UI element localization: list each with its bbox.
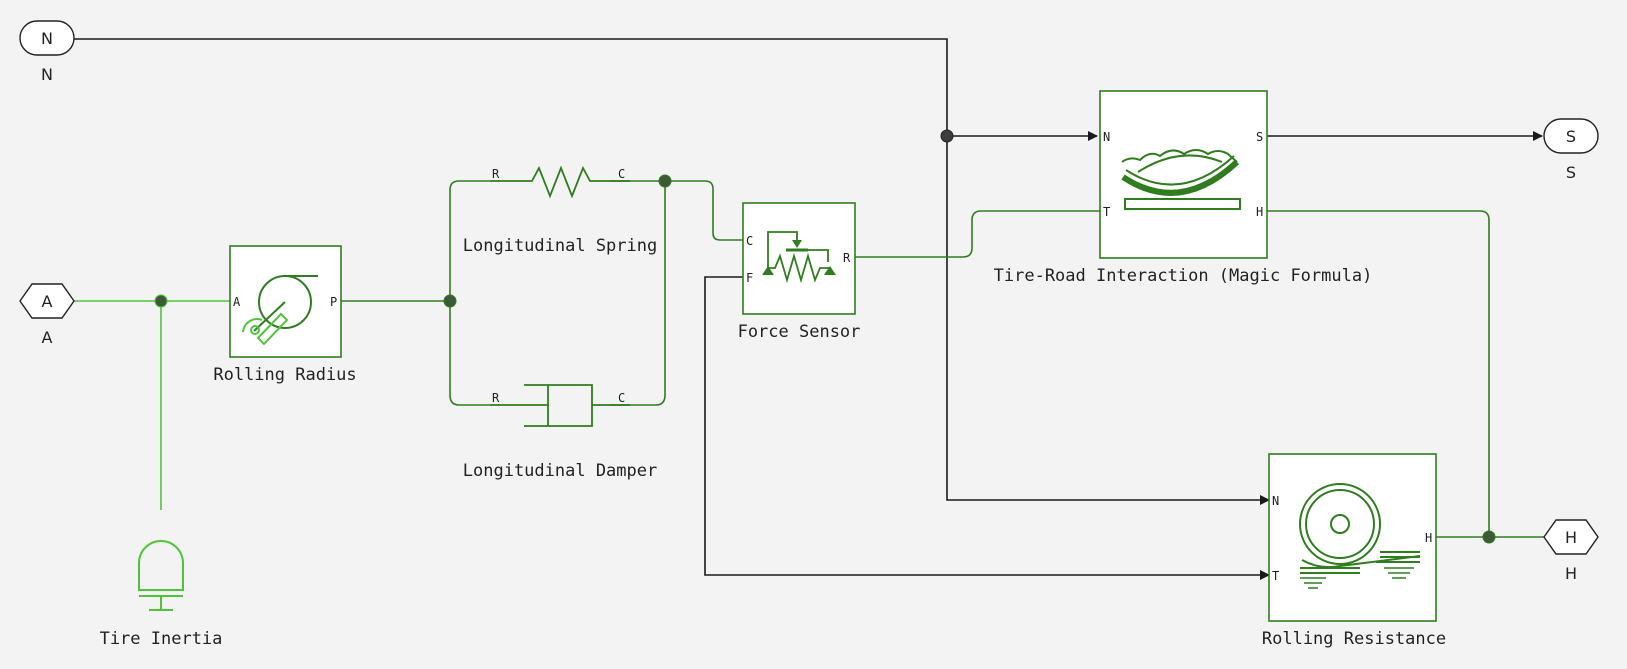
tire-road-icon xyxy=(1121,149,1241,210)
damper-port-c: C xyxy=(618,391,625,405)
spring-port-r: R xyxy=(492,167,500,181)
damper-port-r: R xyxy=(492,391,500,405)
force-sensor-box[interactable] xyxy=(742,202,856,315)
junction-r-dot xyxy=(443,294,457,308)
port-h-shape[interactable] xyxy=(1543,519,1599,555)
force-sensor-port-f: F xyxy=(746,271,753,285)
wire-n-to-junction[interactable] xyxy=(74,38,948,136)
tire-road-port-n: N xyxy=(1103,130,1110,144)
port-n-shape[interactable] xyxy=(19,20,75,56)
port-n-symbol: N xyxy=(41,29,53,48)
port-s[interactable]: S S xyxy=(1543,118,1599,182)
inertia-icon xyxy=(138,540,184,611)
tire-road-label: Tire-Road Interaction (Magic Formula) xyxy=(994,266,1373,286)
tire-inertia-block[interactable]: Tire Inertia xyxy=(100,540,223,649)
force-sensor-label: Force Sensor xyxy=(738,322,861,342)
port-a-shape[interactable] xyxy=(19,283,75,319)
rolling-radius-port-a: A xyxy=(233,295,241,309)
longitudinal-damper-label: Longitudinal Damper xyxy=(463,461,657,481)
wire-tire-road-h-to-junction[interactable] xyxy=(1267,210,1490,537)
port-a-label: A xyxy=(42,328,53,347)
damper-icon xyxy=(490,384,630,427)
rolling-resistance-box[interactable] xyxy=(1268,453,1437,622)
wire-to-force-sensor-c[interactable] xyxy=(665,180,743,241)
tire-road-port-t: T xyxy=(1103,205,1110,219)
port-n-label: N xyxy=(41,65,53,84)
rolling-resistance-port-n: N xyxy=(1272,494,1279,508)
tire-road-block[interactable]: N T S H Tire-Road Interaction (Magic For… xyxy=(994,90,1373,286)
wire-spring-damper-r-branch[interactable] xyxy=(449,180,490,406)
port-a-symbol: A xyxy=(42,292,53,311)
port-a[interactable]: A A xyxy=(19,283,75,347)
longitudinal-damper-block[interactable]: R C Longitudinal Damper xyxy=(463,384,657,481)
rolling-resistance-label: Rolling Resistance xyxy=(1262,629,1446,649)
rolling-radius-block[interactable]: A P Rolling Radius xyxy=(213,245,357,385)
junction-h-dot xyxy=(1482,530,1496,544)
rolling-resistance-port-t: T xyxy=(1272,569,1279,583)
port-h[interactable]: H H xyxy=(1543,519,1599,583)
rolling-resistance-icon xyxy=(1299,483,1421,589)
junction-a-dot xyxy=(154,294,168,308)
junction-c-dot xyxy=(658,174,672,188)
wire-force-sensor-f-to-rolling-resistance-t[interactable] xyxy=(704,276,1270,580)
spring-icon xyxy=(490,165,630,199)
force-sensor-block[interactable]: C F R Force Sensor xyxy=(738,202,861,342)
tire-road-box[interactable] xyxy=(1099,90,1268,259)
rolling-radius-port-p: P xyxy=(330,295,337,309)
junctions xyxy=(154,129,1496,544)
wire-spring-damper-c-branch[interactable] xyxy=(610,180,666,406)
rolling-resistance-port-h: H xyxy=(1425,531,1432,545)
tire-road-port-s: S xyxy=(1256,130,1263,144)
port-s-symbol: S xyxy=(1566,127,1576,146)
longitudinal-spring-label: Longitudinal Spring xyxy=(463,236,657,256)
port-h-label: H xyxy=(1565,564,1577,583)
wheel-radius-icon xyxy=(242,275,318,346)
wire-force-sensor-r-to-tire-road-t[interactable] xyxy=(855,210,1100,258)
tire-road-port-h: H xyxy=(1256,205,1263,219)
force-sensor-port-r: R xyxy=(843,251,851,265)
port-h-symbol: H xyxy=(1565,528,1577,547)
spring-port-c: C xyxy=(618,167,625,181)
force-sensor-icon xyxy=(762,231,836,284)
rolling-radius-label: Rolling Radius xyxy=(213,365,356,385)
port-s-label: S xyxy=(1566,163,1576,182)
port-n[interactable]: N N xyxy=(19,20,75,84)
longitudinal-spring-block[interactable]: R C Longitudinal Spring xyxy=(463,165,657,256)
rolling-resistance-block[interactable]: N T H Rolling Resistance xyxy=(1262,453,1446,649)
force-sensor-port-c: C xyxy=(746,234,753,248)
port-s-shape[interactable] xyxy=(1543,118,1599,154)
tire-inertia-label: Tire Inertia xyxy=(100,629,223,649)
rolling-radius-box[interactable] xyxy=(229,245,342,358)
junction-n-dot xyxy=(940,129,954,143)
